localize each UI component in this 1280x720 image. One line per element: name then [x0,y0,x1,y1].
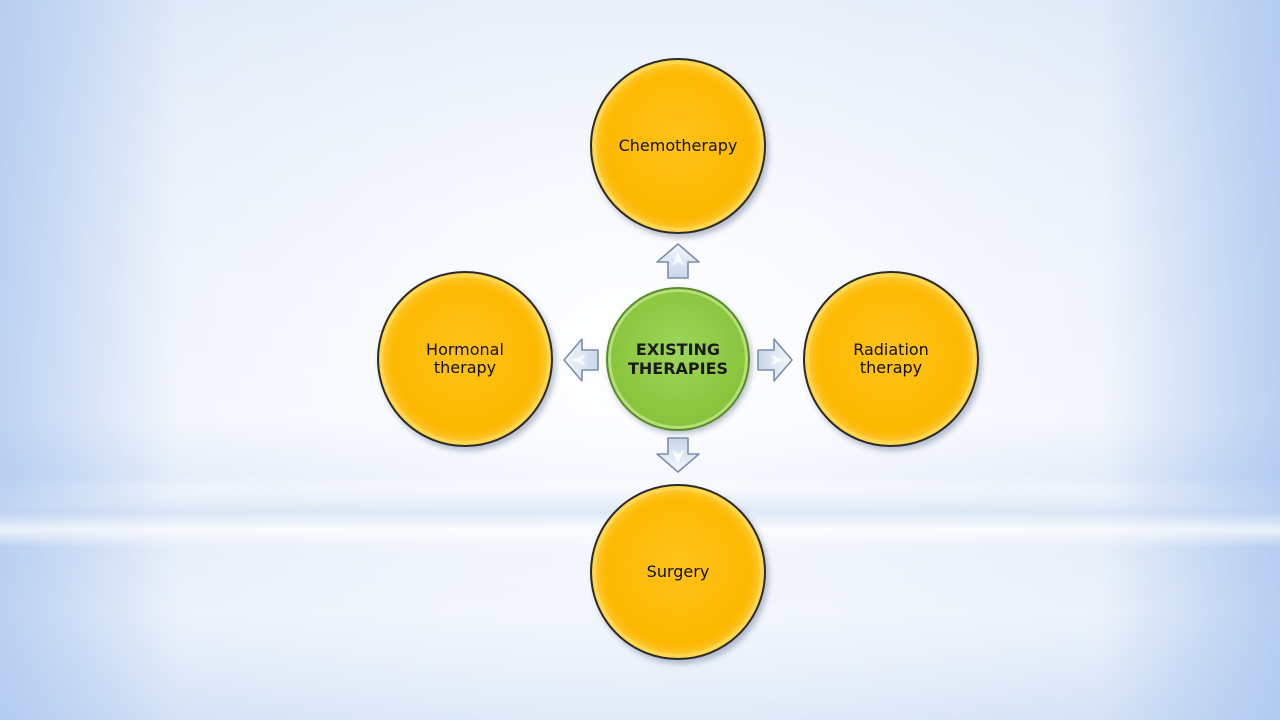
center-node-existing-therapies: EXISTING THERAPIES [606,287,750,431]
node-radiation-therapy-label: Radiation therapy [853,341,929,377]
arrow-up-icon [656,243,700,279]
node-hormonal-therapy-line1: Hormonal [426,340,504,359]
center-node-label-line2: THERAPIES [627,359,729,378]
node-hormonal-therapy: Hormonal therapy [377,271,553,447]
arrow-left-icon [563,338,599,382]
node-surgery-label: Surgery [646,562,710,581]
center-node-label-line1: EXISTING [635,340,721,359]
center-node-label: EXISTING THERAPIES [628,340,728,378]
node-hormonal-therapy-label: Hormonal therapy [426,341,504,377]
node-hormonal-therapy-line2: therapy [433,358,497,377]
node-chemotherapy: Chemotherapy [590,58,766,234]
node-radiation-therapy-line1: Radiation [853,340,929,359]
node-radiation-therapy-line2: therapy [859,358,923,377]
arrow-down-icon [656,437,700,473]
node-chemotherapy-label: Chemotherapy [618,136,738,155]
arrow-right-icon [757,338,793,382]
node-radiation-therapy: Radiation therapy [803,271,979,447]
node-surgery: Surgery [590,484,766,660]
